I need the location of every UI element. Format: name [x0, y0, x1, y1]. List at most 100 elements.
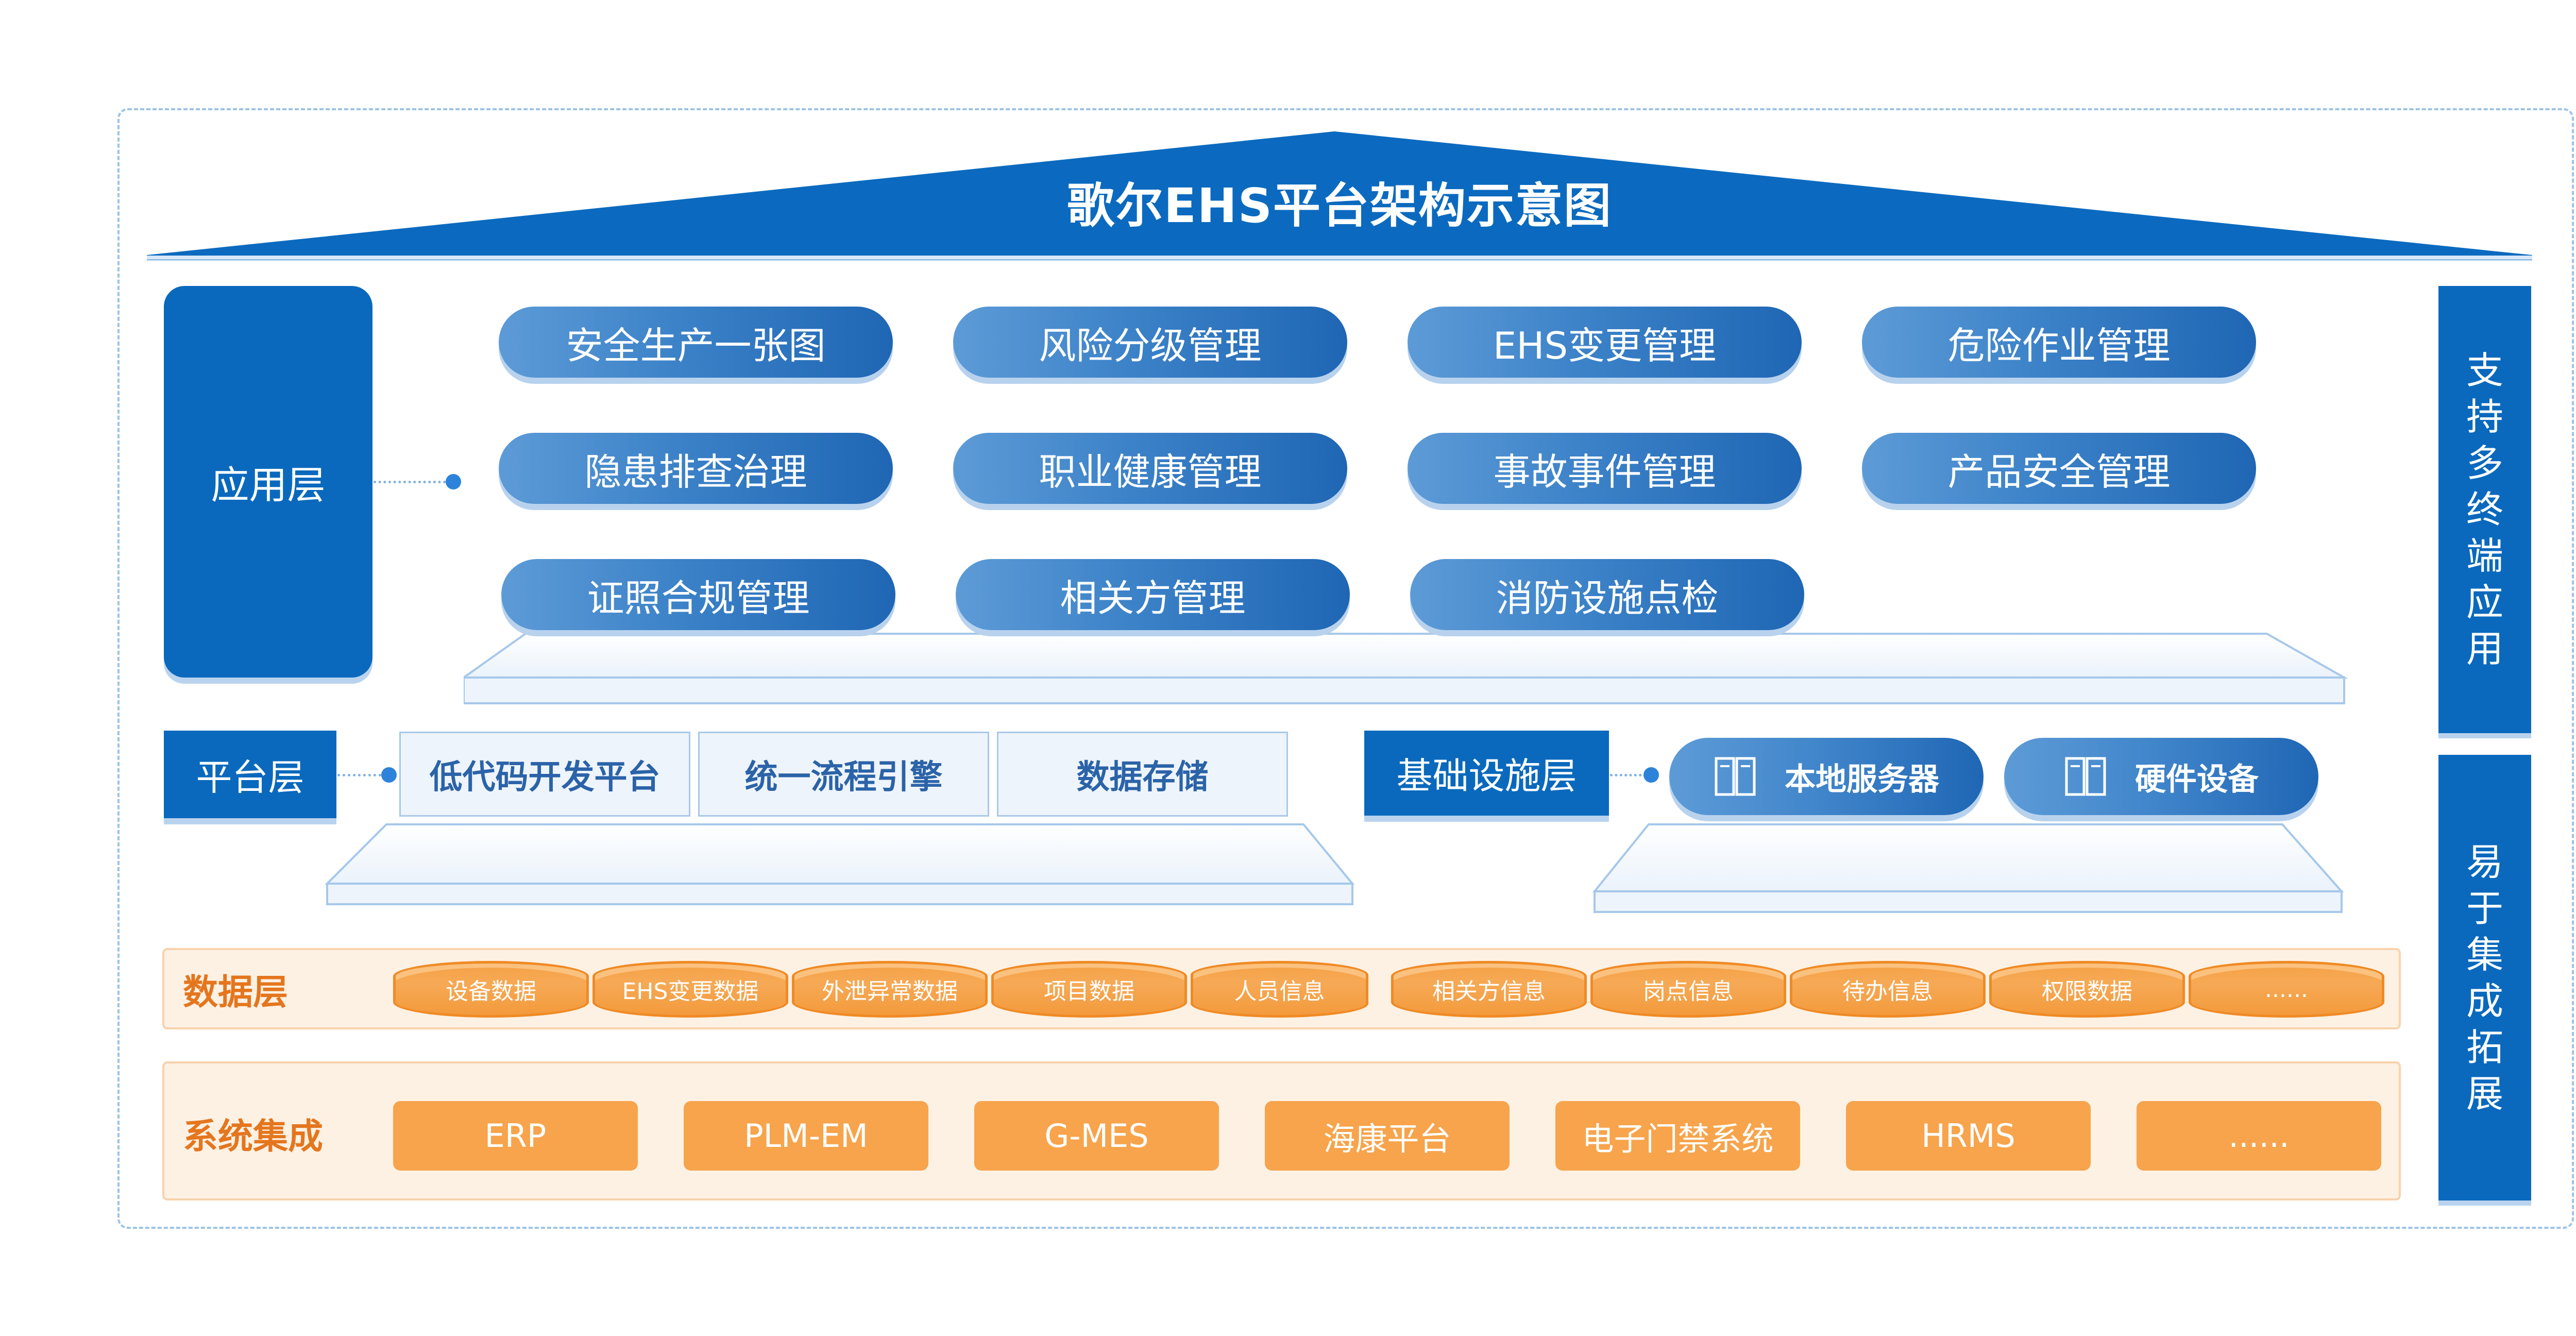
system-plm-em[interactable]: PLM-EM	[684, 1101, 928, 1171]
page-title: 歌尔EHS平台架构示意图	[1066, 178, 1613, 233]
module-product-safety[interactable]: 产品安全管理	[1862, 433, 2256, 504]
server-icon	[2065, 757, 2106, 796]
platform-workflow-engine[interactable]: 统一流程引擎	[698, 732, 989, 817]
system-erp[interactable]: ERP	[393, 1101, 638, 1171]
infra-item-label: 本地服务器	[1785, 761, 1939, 798]
side-panel-easy-integration: 易 于 集 成 拓 展	[2438, 755, 2531, 1200]
side-char: 集	[2466, 933, 2503, 976]
system-item-label: 电子门禁系统	[1582, 1120, 1774, 1158]
side-char: 展	[2466, 1072, 2503, 1115]
platform-lowcode[interactable]: 低代码开发平台	[399, 732, 690, 817]
connector-line	[337, 774, 386, 776]
platform-item-label: 低代码开发平台	[429, 758, 660, 797]
data-item-label: 待办信息	[1842, 978, 1933, 1005]
module-label: EHS变更管理	[1493, 324, 1717, 367]
system-more[interactable]: ......	[2137, 1101, 2381, 1171]
module-related-parties[interactable]: 相关方管理	[956, 559, 1350, 630]
module-hazardous-work[interactable]: 危险作业管理	[1862, 307, 2256, 378]
infra-item-label: 硬件设备	[2135, 761, 2259, 798]
data-item-label: 设备数据	[446, 978, 536, 1005]
data-item[interactable]: 相关方信息	[1391, 961, 1587, 1018]
platform-tray	[325, 823, 1355, 905]
module-safety-map[interactable]: 安全生产一张图	[499, 307, 893, 378]
system-item-label: HRMS	[1921, 1117, 2015, 1155]
connector-dot	[381, 767, 397, 783]
side-char: 拓	[2466, 1025, 2503, 1069]
module-label: 职业健康管理	[1039, 450, 1262, 494]
module-label: 消防设施点检	[1496, 576, 1719, 620]
side-char: 成	[2466, 979, 2503, 1023]
diagram-frame	[117, 108, 2574, 1229]
side-char: 支	[2466, 349, 2503, 392]
server-icon	[1715, 757, 1756, 796]
infrastructure-layer-text: 基础设施层	[1396, 755, 1577, 797]
platform-layer-text: 平台层	[196, 756, 304, 799]
side-char: 易	[2466, 840, 2503, 884]
side-char: 应	[2466, 581, 2503, 624]
platform-item-label: 统一流程引擎	[744, 758, 943, 797]
connector-line	[374, 481, 451, 483]
data-item-label: 人员信息	[1234, 978, 1325, 1005]
platform-layer-label: 平台层	[164, 731, 336, 818]
data-layer-label: 数据层	[183, 972, 289, 1013]
connector-dot	[1643, 767, 1659, 783]
side-char: 用	[2466, 627, 2503, 670]
system-g-mes[interactable]: G-MES	[974, 1101, 1219, 1171]
module-occupational-health[interactable]: 职业健康管理	[953, 433, 1347, 504]
data-item[interactable]: 岗点信息	[1590, 961, 1786, 1018]
application-layer-label: 应用层	[164, 286, 372, 678]
system-hrms[interactable]: HRMS	[1846, 1101, 2091, 1171]
application-layer-text: 应用层	[211, 463, 326, 508]
infra-hardware[interactable]: 硬件设备	[2004, 738, 2318, 815]
connector-dot	[446, 474, 461, 489]
system-item-label: ......	[2228, 1117, 2290, 1155]
side-char: 终	[2466, 488, 2503, 531]
system-item-label: PLM-EM	[744, 1117, 868, 1155]
module-label: 相关方管理	[1060, 576, 1246, 620]
module-risk-grading[interactable]: 风险分级管理	[953, 307, 1347, 378]
side-char: 持	[2466, 395, 2503, 438]
system-item-label: 海康平台	[1323, 1120, 1451, 1158]
data-item-label: ......	[2265, 976, 2308, 1003]
module-accident-events[interactable]: 事故事件管理	[1408, 433, 1802, 504]
module-label: 安全生产一张图	[566, 324, 826, 367]
data-item[interactable]: 外泄异常数据	[792, 961, 988, 1018]
system-item-label: G-MES	[1044, 1117, 1149, 1155]
module-label: 证照合规管理	[587, 576, 810, 620]
module-hidden-danger[interactable]: 隐患排查治理	[499, 433, 893, 504]
data-item-label: EHS变更数据	[622, 978, 759, 1005]
data-item[interactable]: 待办信息	[1790, 961, 1986, 1018]
application-tray	[464, 633, 2348, 704]
platform-item-label: 数据存储	[1076, 758, 1209, 797]
system-integration-label: 系统集成	[183, 1116, 324, 1157]
infra-local-server[interactable]: 本地服务器	[1669, 738, 1984, 815]
data-item[interactable]: 人员信息	[1191, 961, 1368, 1018]
data-item-label: 项目数据	[1044, 978, 1134, 1005]
side-char: 于	[2466, 886, 2503, 930]
module-label: 产品安全管理	[1947, 450, 2171, 494]
side-char: 多	[2466, 442, 2503, 485]
data-item[interactable]: 权限数据	[1989, 961, 2185, 1018]
system-access-control[interactable]: 电子门禁系统	[1555, 1101, 1800, 1171]
data-item[interactable]: 项目数据	[991, 961, 1187, 1018]
module-ehs-change[interactable]: EHS变更管理	[1408, 307, 1802, 378]
data-item[interactable]: ......	[2189, 961, 2384, 1018]
side-char: 端	[2466, 534, 2503, 578]
module-label: 危险作业管理	[1947, 324, 2171, 367]
module-label: 事故事件管理	[1493, 450, 1716, 494]
data-item[interactable]: 设备数据	[393, 961, 589, 1018]
system-hikvision[interactable]: 海康平台	[1265, 1101, 1510, 1171]
module-license-compliance[interactable]: 证照合规管理	[501, 559, 895, 630]
data-item-label: 岗点信息	[1643, 978, 1734, 1005]
module-label: 风险分级管理	[1039, 324, 1262, 367]
side-panel-multi-terminal: 支 持 多 终 端 应 用	[2438, 286, 2531, 733]
infrastructure-layer-label: 基础设施层	[1364, 731, 1609, 816]
module-label: 隐患排查治理	[584, 450, 807, 494]
system-item-label: ERP	[484, 1117, 547, 1155]
data-item-label: 相关方信息	[1432, 978, 1546, 1005]
infrastructure-tray	[1592, 823, 2344, 913]
module-fire-facility-check[interactable]: 消防设施点检	[1410, 559, 1804, 630]
connector-line	[1610, 774, 1651, 776]
data-item[interactable]: EHS变更数据	[592, 961, 788, 1018]
platform-data-storage[interactable]: 数据存储	[997, 732, 1288, 817]
